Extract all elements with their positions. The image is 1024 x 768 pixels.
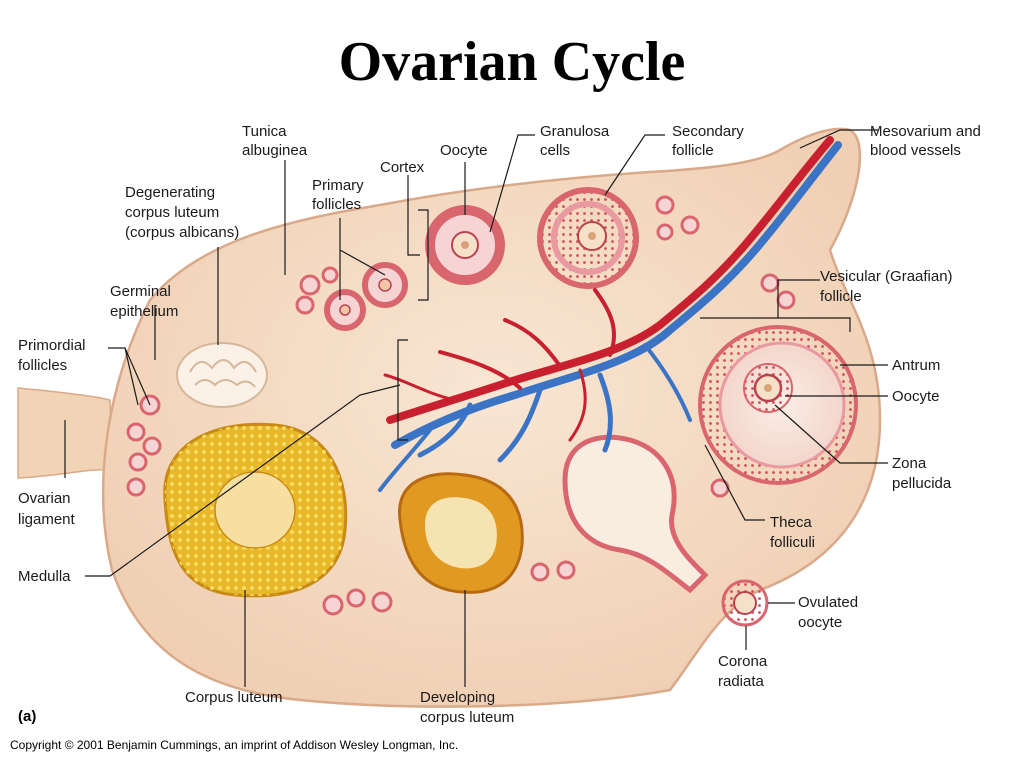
copyright-notice: Copyright © 2001 Benjamin Cummings, an i… (10, 738, 459, 752)
primordial-follicles (126, 195, 796, 616)
corpus-albicans (176, 342, 268, 408)
label-medulla: Medulla (18, 568, 71, 585)
label-vesicular-follicle: Vesicular (Graafian)follicle (820, 268, 953, 305)
primary-follicles (324, 262, 408, 331)
ovulated-oocyte (721, 579, 769, 627)
page-title: Ovarian Cycle (338, 31, 686, 93)
label-oocyte-right: Oocyte (892, 388, 940, 405)
corpus-luteum (163, 422, 348, 598)
panel-label: (a) (18, 708, 37, 725)
label-corpus-luteum: Corpus luteum (185, 689, 283, 706)
leader-lines (64, 129, 888, 687)
developing-corpus-luteum (398, 472, 524, 594)
oocyte-follicle-top (425, 205, 505, 285)
secondary-follicle (537, 187, 639, 289)
label-antrum: Antrum (892, 357, 940, 374)
vesicular-follicle (698, 325, 858, 485)
ruptured-follicle (562, 434, 709, 594)
label-cortex: Cortex (380, 159, 425, 176)
blood-vessels (378, 136, 842, 492)
label-oocyte-top: Oocyte (440, 142, 488, 159)
